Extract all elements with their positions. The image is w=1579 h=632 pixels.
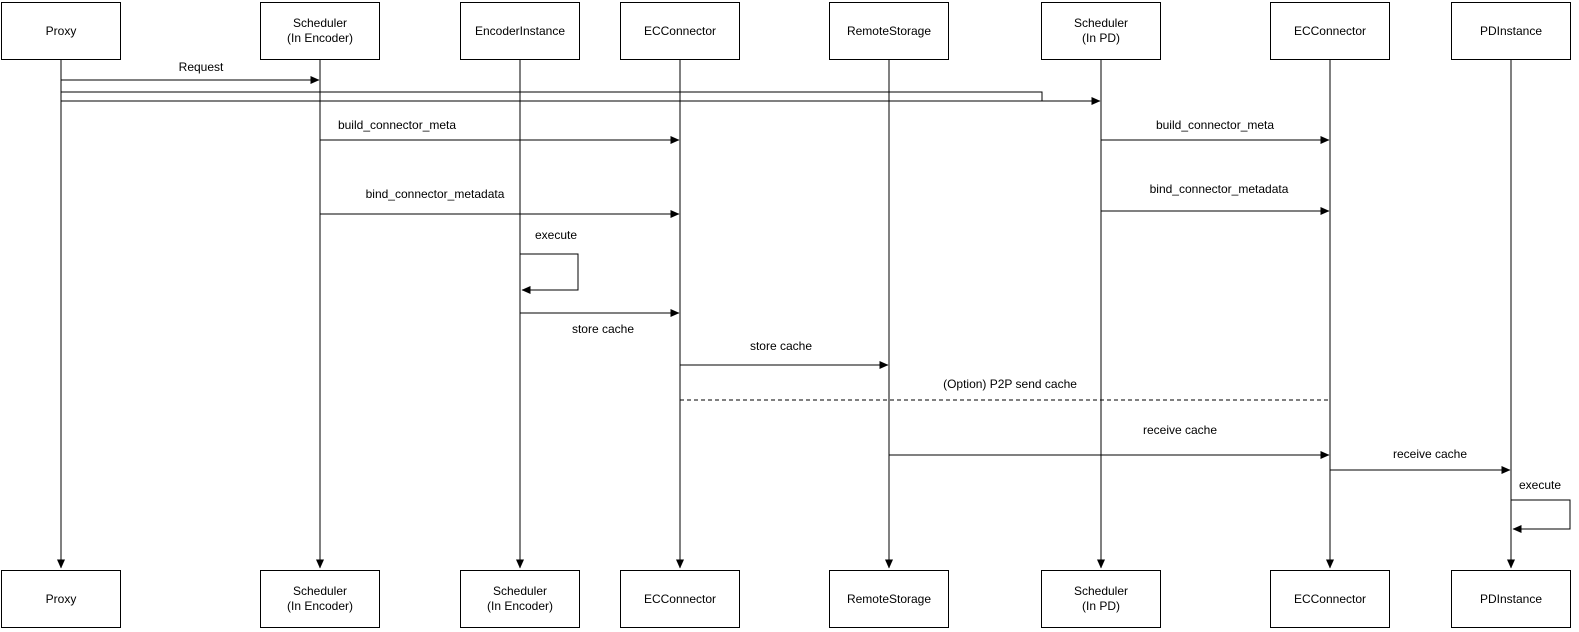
self-loop-execute-pd-instance <box>1511 499 1571 533</box>
actor-box-top-pd-instance: PDInstance <box>1451 2 1571 60</box>
message-label-request: Request <box>176 60 226 74</box>
message-label-p2p-send-cache: (Option) P2P send cache <box>941 377 1079 391</box>
actor-box-bottom-remote-storage: RemoteStorage <box>829 570 949 628</box>
message-label-build-connector-meta-left: build_connector_meta <box>335 118 459 132</box>
actor-box-bottom-scheduler-pd: Scheduler (In PD) <box>1041 570 1161 628</box>
actor-box-top-remote-storage: RemoteStorage <box>829 2 949 60</box>
message-label-receive-cache-1: receive cache <box>1140 423 1220 437</box>
message-label-execute-left: execute <box>532 228 580 242</box>
actor-box-bottom-encoder-instance: Scheduler (In Encoder) <box>460 570 580 628</box>
actor-box-top-ec-connector-1: ECConnector <box>620 2 740 60</box>
message-label-receive-cache-2: receive cache <box>1390 447 1470 461</box>
actor-box-bottom-ec-connector-2: ECConnector <box>1270 570 1390 628</box>
actor-box-top-proxy: Proxy <box>1 2 121 60</box>
actor-box-bottom-proxy: Proxy <box>1 570 121 628</box>
message-label-bind-connector-metadata-left: bind_connector_metadata <box>363 187 507 201</box>
message-label-store-cache-1: store cache <box>569 322 637 336</box>
actor-box-top-ec-connector-2: ECConnector <box>1270 2 1390 60</box>
actor-box-top-scheduler-encoder: Scheduler (In Encoder) <box>260 2 380 60</box>
actor-box-top-encoder-instance: EncoderInstance <box>460 2 580 60</box>
actor-box-top-scheduler-pd: Scheduler (In PD) <box>1041 2 1161 60</box>
actor-box-bottom-pd-instance: PDInstance <box>1451 570 1571 628</box>
message-label-store-cache-2: store cache <box>747 339 815 353</box>
message-label-execute-right: execute <box>1516 478 1564 492</box>
message-label-build-connector-meta-right: build_connector_meta <box>1153 118 1277 132</box>
message-arrow-proxy-to-scheduler-pd-upper <box>61 91 1043 101</box>
actor-box-bottom-scheduler-encoder: Scheduler (In Encoder) <box>260 570 380 628</box>
self-loop-execute-encoder-instance <box>520 253 579 294</box>
message-label-bind-connector-metadata-right: bind_connector_metadata <box>1147 182 1291 196</box>
actor-box-bottom-ec-connector-1: ECConnector <box>620 570 740 628</box>
